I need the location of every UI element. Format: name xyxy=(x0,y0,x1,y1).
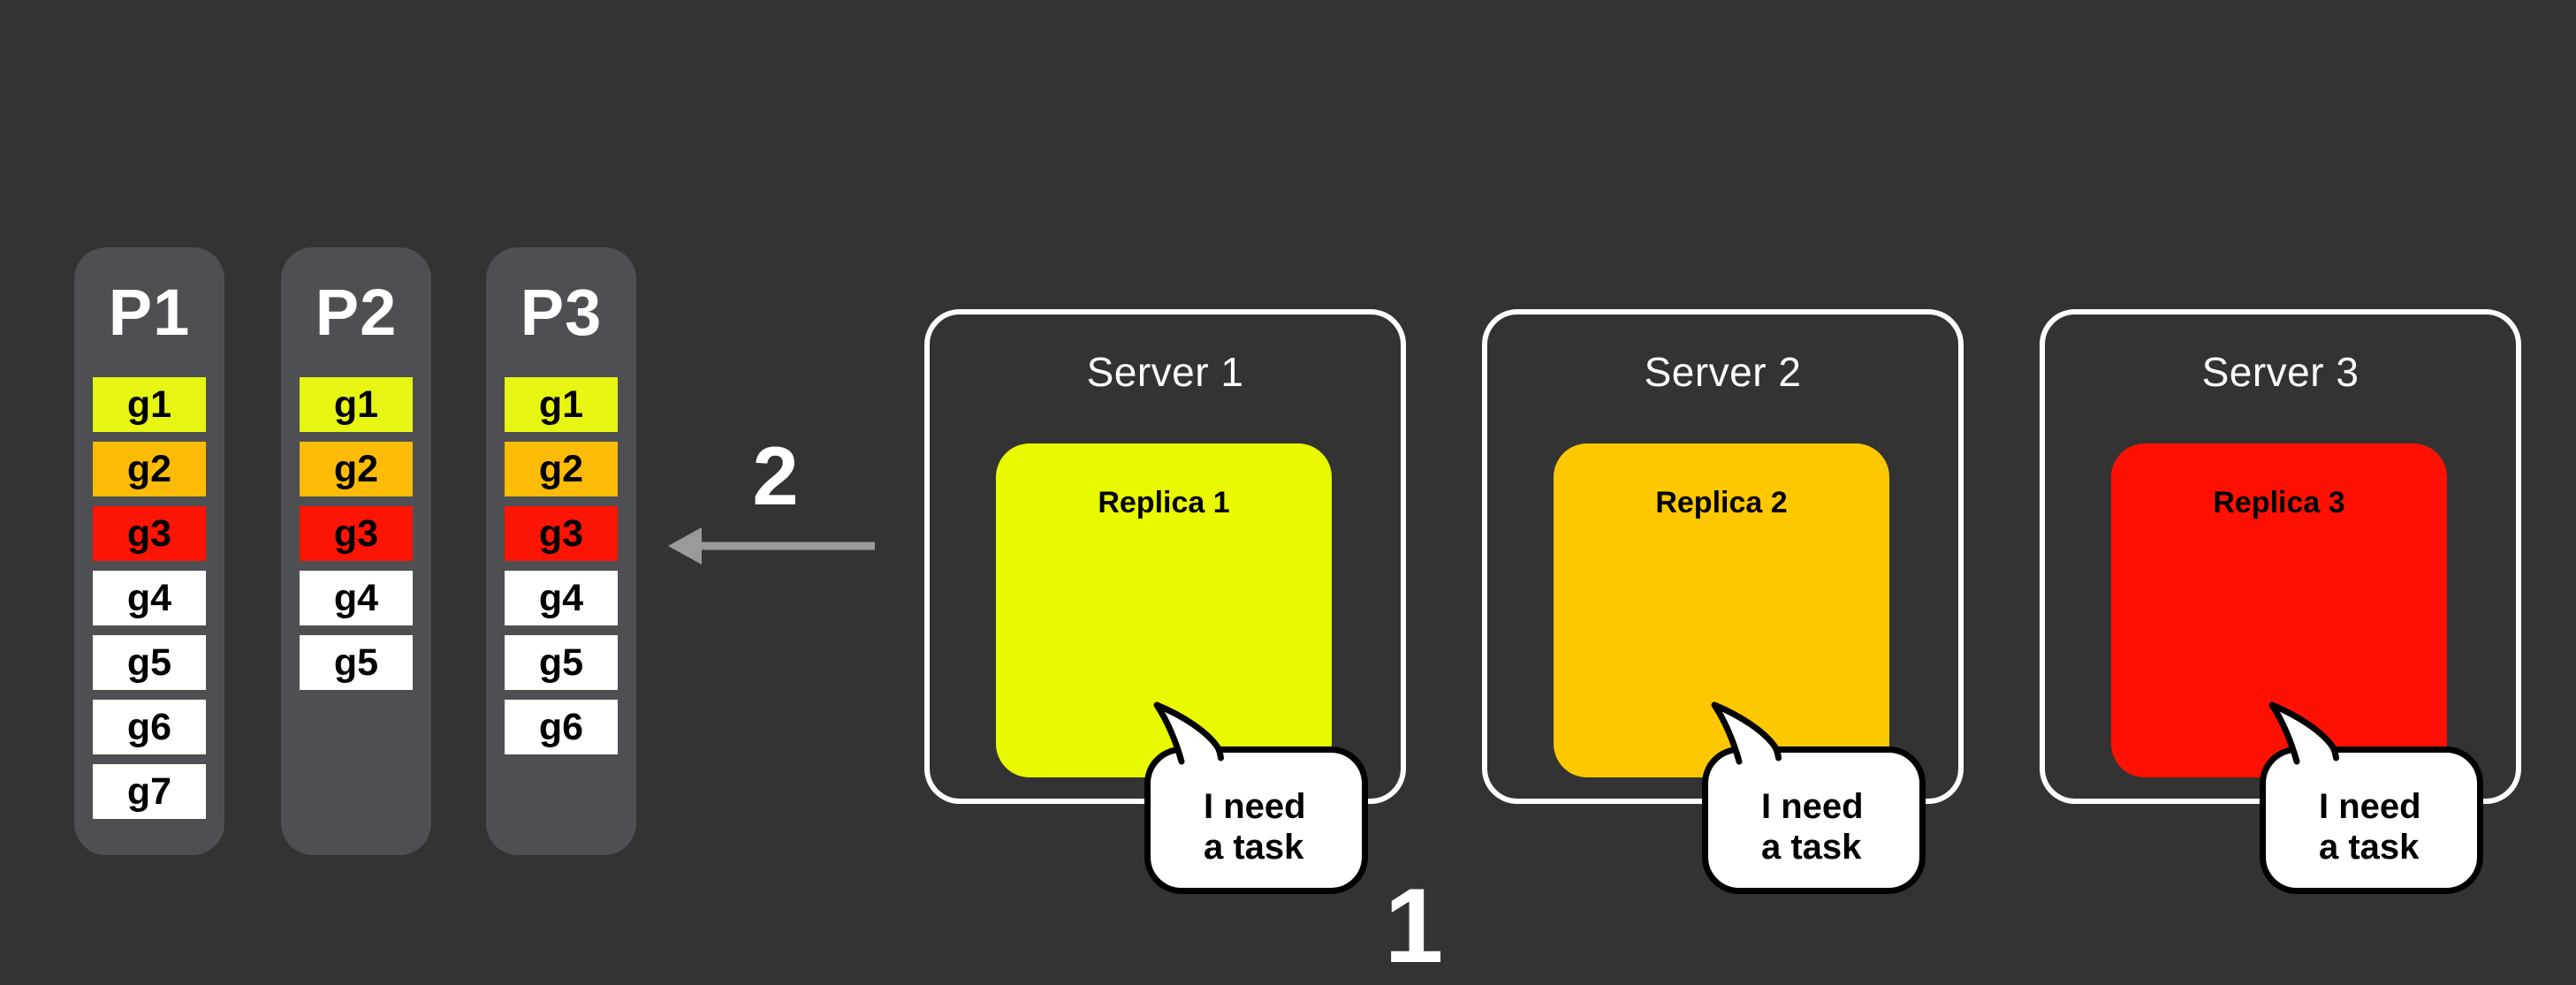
step-2-number: 2 xyxy=(752,429,799,522)
task-label: g2 xyxy=(538,447,584,490)
task-cell-g3: g3 xyxy=(300,506,413,561)
task-label: g2 xyxy=(126,447,172,490)
task-label: g4 xyxy=(538,576,584,619)
bubble-line-1: I need xyxy=(1204,787,1306,826)
task-label: g6 xyxy=(538,705,584,748)
task-label: g1 xyxy=(333,383,379,426)
replica-3-label: Replica 3 xyxy=(2213,486,2345,519)
step-1-number: 1 xyxy=(1384,867,1444,985)
replica-1-box: Replica 1 xyxy=(996,443,1332,777)
task-label: g2 xyxy=(333,447,379,490)
replica-2-label: Replica 2 xyxy=(1655,486,1788,519)
task-cell-g5: g5 xyxy=(93,635,206,690)
task-cell-g5: g5 xyxy=(505,635,618,690)
task-cell-g3: g3 xyxy=(505,506,618,561)
bubble-line-1: I need xyxy=(1761,787,1864,826)
server-2-label: Server 2 xyxy=(1644,349,1802,395)
task-cell-g6: g6 xyxy=(505,700,618,754)
partition-p3: P3 g1 g2 g3 g4 g5 g6 xyxy=(486,247,636,855)
task-cell-g2: g2 xyxy=(505,442,618,496)
speech-tail-icon xyxy=(2268,701,2339,769)
task-label: g3 xyxy=(126,511,172,555)
task-cell-g1: g1 xyxy=(505,377,618,432)
task-label: g5 xyxy=(333,640,379,684)
partition-p1: P1 g1 g2 g3 g4 g5 g6 g7 xyxy=(74,247,224,855)
task-cell-g2: g2 xyxy=(300,442,413,496)
partition-p3-label: P3 xyxy=(520,276,603,349)
bubble-line-1: I need xyxy=(2319,787,2421,826)
task-label: g3 xyxy=(538,511,584,555)
task-label: g3 xyxy=(333,511,379,555)
task-cell-g4: g4 xyxy=(300,571,413,625)
task-cell-g6: g6 xyxy=(93,700,206,754)
partition-p2-label: P2 xyxy=(315,276,398,349)
task-label: g5 xyxy=(538,640,584,684)
partition-p1-label: P1 xyxy=(108,276,191,349)
replica-1-label: Replica 1 xyxy=(1098,486,1230,519)
task-cell-g2: g2 xyxy=(93,442,206,496)
speech-tail-icon xyxy=(1711,701,1782,769)
task-label: g4 xyxy=(126,576,172,619)
bubble-line-2: a task xyxy=(1761,828,1862,867)
task-label: g6 xyxy=(126,705,172,748)
task-label: g4 xyxy=(333,576,379,619)
arrow-left-icon xyxy=(663,519,884,572)
server-1-box: Server 1 Replica 1 xyxy=(924,309,1406,804)
task-label: g7 xyxy=(126,769,172,813)
task-label: g1 xyxy=(538,383,584,426)
server-1-label: Server 1 xyxy=(1086,349,1244,395)
partition-p1-tasks: g1 g2 g3 g4 g5 g6 g7 xyxy=(74,377,224,819)
server-3-box: Server 3 Replica 3 xyxy=(2040,309,2521,804)
task-cell-g4: g4 xyxy=(93,571,206,625)
task-label: g1 xyxy=(126,383,172,426)
partition-p2-tasks: g1 g2 g3 g4 g5 xyxy=(281,377,431,690)
task-cell-g1: g1 xyxy=(300,377,413,432)
partition-p2: P2 g1 g2 g3 g4 g5 xyxy=(281,247,431,855)
bubble-line-2: a task xyxy=(1204,828,1304,867)
task-cell-g4: g4 xyxy=(505,571,618,625)
task-cell-g5: g5 xyxy=(300,635,413,690)
task-label: g5 xyxy=(126,640,172,684)
bubble-line-2: a task xyxy=(2319,828,2420,867)
server-3-label: Server 3 xyxy=(2201,349,2359,395)
replica-3-box: Replica 3 xyxy=(2111,443,2447,777)
diagram-canvas: { "colors": { "background": "#333333", "… xyxy=(74,247,2521,979)
task-cell-g1: g1 xyxy=(93,377,206,432)
speech-tail-icon xyxy=(1153,701,1224,769)
task-cell-g7: g7 xyxy=(93,764,206,819)
partition-p3-tasks: g1 g2 g3 g4 g5 g6 xyxy=(486,377,636,754)
task-cell-g3: g3 xyxy=(93,506,206,561)
